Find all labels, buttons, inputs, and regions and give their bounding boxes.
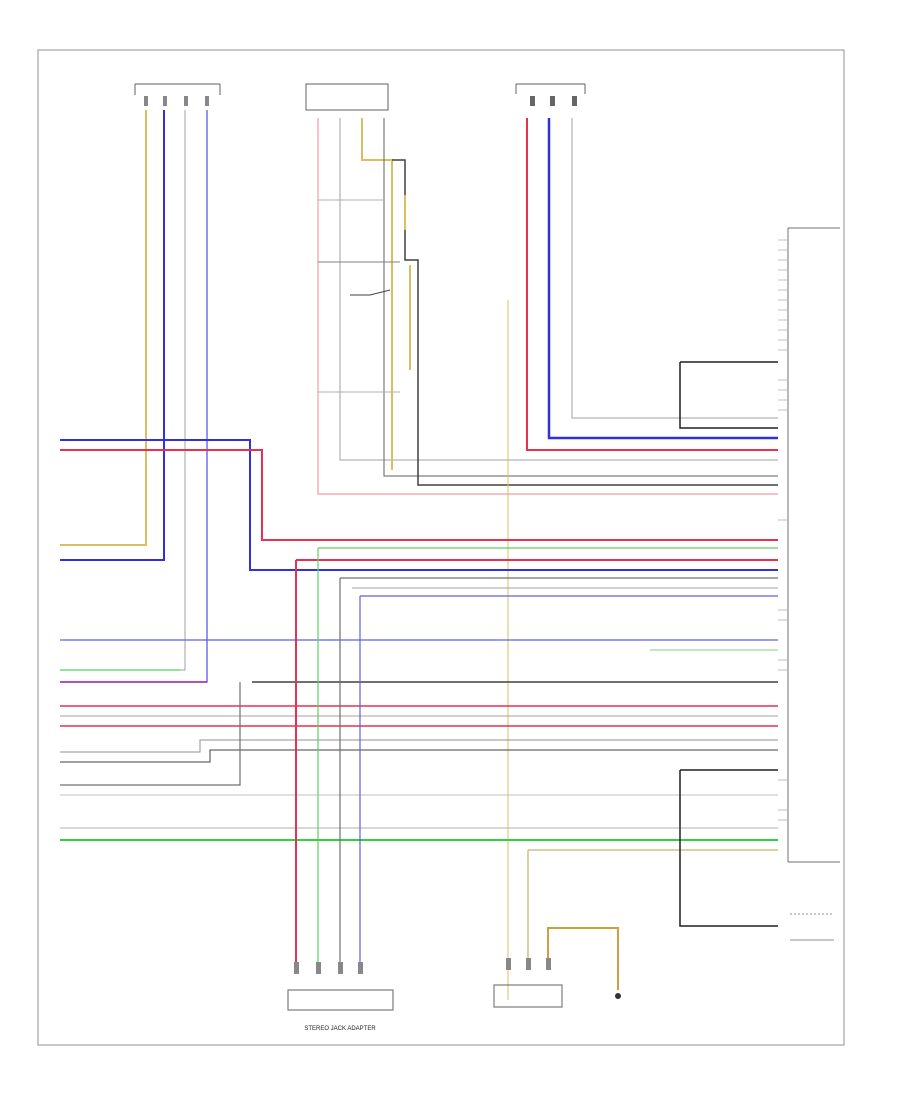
right-module <box>778 227 840 863</box>
top-center-wires <box>317 118 778 495</box>
bottom-center-wires <box>527 649 778 990</box>
bottom-adapter-wires <box>295 547 778 965</box>
top-left-wires <box>60 110 208 683</box>
top-right-wires <box>507 118 778 1000</box>
left-wires <box>60 439 778 841</box>
top-left-connector <box>134 83 221 106</box>
bottom-right-sensor <box>615 993 621 999</box>
stereo-jack-adapter: STEREO JACK ADAPTER <box>287 962 394 1032</box>
top-right-connector <box>515 83 586 106</box>
stereo-jack-adapter-label: STEREO JACK ADAPTER <box>304 1026 376 1032</box>
diagram-frame <box>37 49 845 1046</box>
top-center-connector <box>305 83 389 111</box>
right-bottom-component <box>790 913 834 941</box>
bottom-center-module <box>493 958 563 1008</box>
